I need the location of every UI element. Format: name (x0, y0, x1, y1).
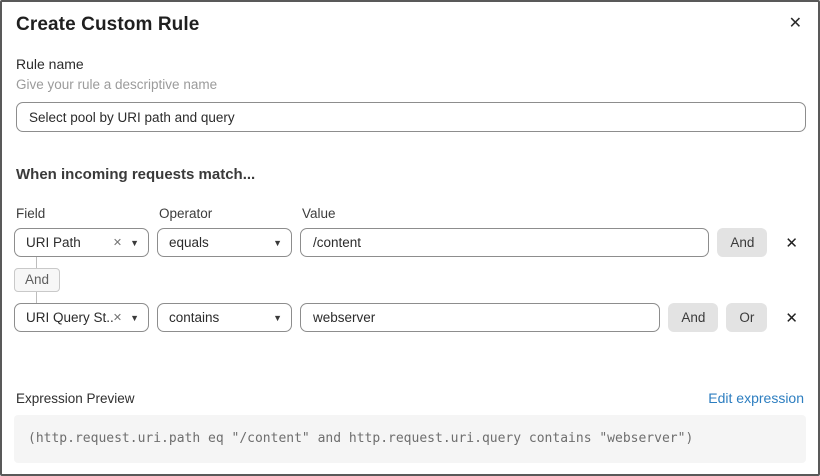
dialog-header: Create Custom Rule ✕ (2, 2, 818, 36)
operator-column-label: Operator (159, 206, 213, 221)
or-button[interactable]: Or (726, 303, 768, 332)
connector-line (36, 257, 37, 268)
chevron-down-icon: ▼ (130, 237, 139, 248)
operator-select-value: contains (169, 310, 220, 325)
value-column-label: Value (302, 206, 336, 221)
chevron-down-icon: ▼ (273, 312, 282, 323)
chevron-down-icon: ▼ (273, 237, 282, 248)
expression-preview-box: (http.request.uri.path eq "/content" and… (14, 415, 806, 463)
delete-row-icon[interactable]: ✕ (785, 309, 798, 327)
expression-builder: Field Operator Value URI Path ✕ ▼ equals… (14, 206, 806, 332)
field-select-value: URI Path (26, 235, 81, 250)
rule-name-label: Rule name (16, 56, 84, 72)
value-input[interactable] (300, 303, 661, 332)
operator-select[interactable]: contains ▼ (157, 303, 292, 332)
expression-preview-header: Expression Preview Edit expression (16, 390, 804, 406)
chevron-down-icon: ▼ (130, 312, 139, 323)
expression-preview-label: Expression Preview (16, 391, 135, 406)
operator-select[interactable]: equals ▼ (157, 228, 292, 257)
field-select[interactable]: URI Path ✕ ▼ (14, 228, 149, 257)
close-icon[interactable]: ✕ (788, 15, 802, 32)
row-connector: And (14, 257, 806, 303)
clear-selection-icon[interactable]: ✕ (112, 312, 123, 324)
connector-line (36, 292, 37, 303)
field-column-label: Field (16, 206, 46, 221)
operator-select-value: equals (169, 235, 209, 250)
builder-column-labels: Field Operator Value (16, 206, 806, 221)
condition-row: URI Path ✕ ▼ equals ▼ And ✕ (14, 228, 806, 257)
rule-name-helper: Give your rule a descriptive name (16, 77, 218, 92)
field-select[interactable]: URI Query St... ✕ ▼ (14, 303, 149, 332)
field-select-value: URI Query St... (26, 310, 113, 325)
edit-expression-link[interactable]: Edit expression (708, 390, 804, 406)
match-section-heading: When incoming requests match... (16, 166, 256, 183)
delete-row-icon[interactable]: ✕ (785, 234, 798, 252)
and-button[interactable]: And (668, 303, 719, 332)
clear-selection-icon[interactable]: ✕ (112, 237, 123, 249)
condition-row: URI Query St... ✕ ▼ contains ▼ And Or ✕ (14, 303, 806, 332)
connector-and-badge[interactable]: And (14, 268, 61, 292)
expression-code: (http.request.uri.path eq "/content" and… (28, 431, 694, 446)
value-input[interactable] (300, 228, 710, 257)
and-button[interactable]: And (717, 228, 768, 257)
dialog-title: Create Custom Rule (16, 14, 200, 35)
rule-name-input[interactable] (16, 102, 806, 132)
rule-name-section: Rule name Give your rule a descriptive n… (16, 56, 806, 132)
